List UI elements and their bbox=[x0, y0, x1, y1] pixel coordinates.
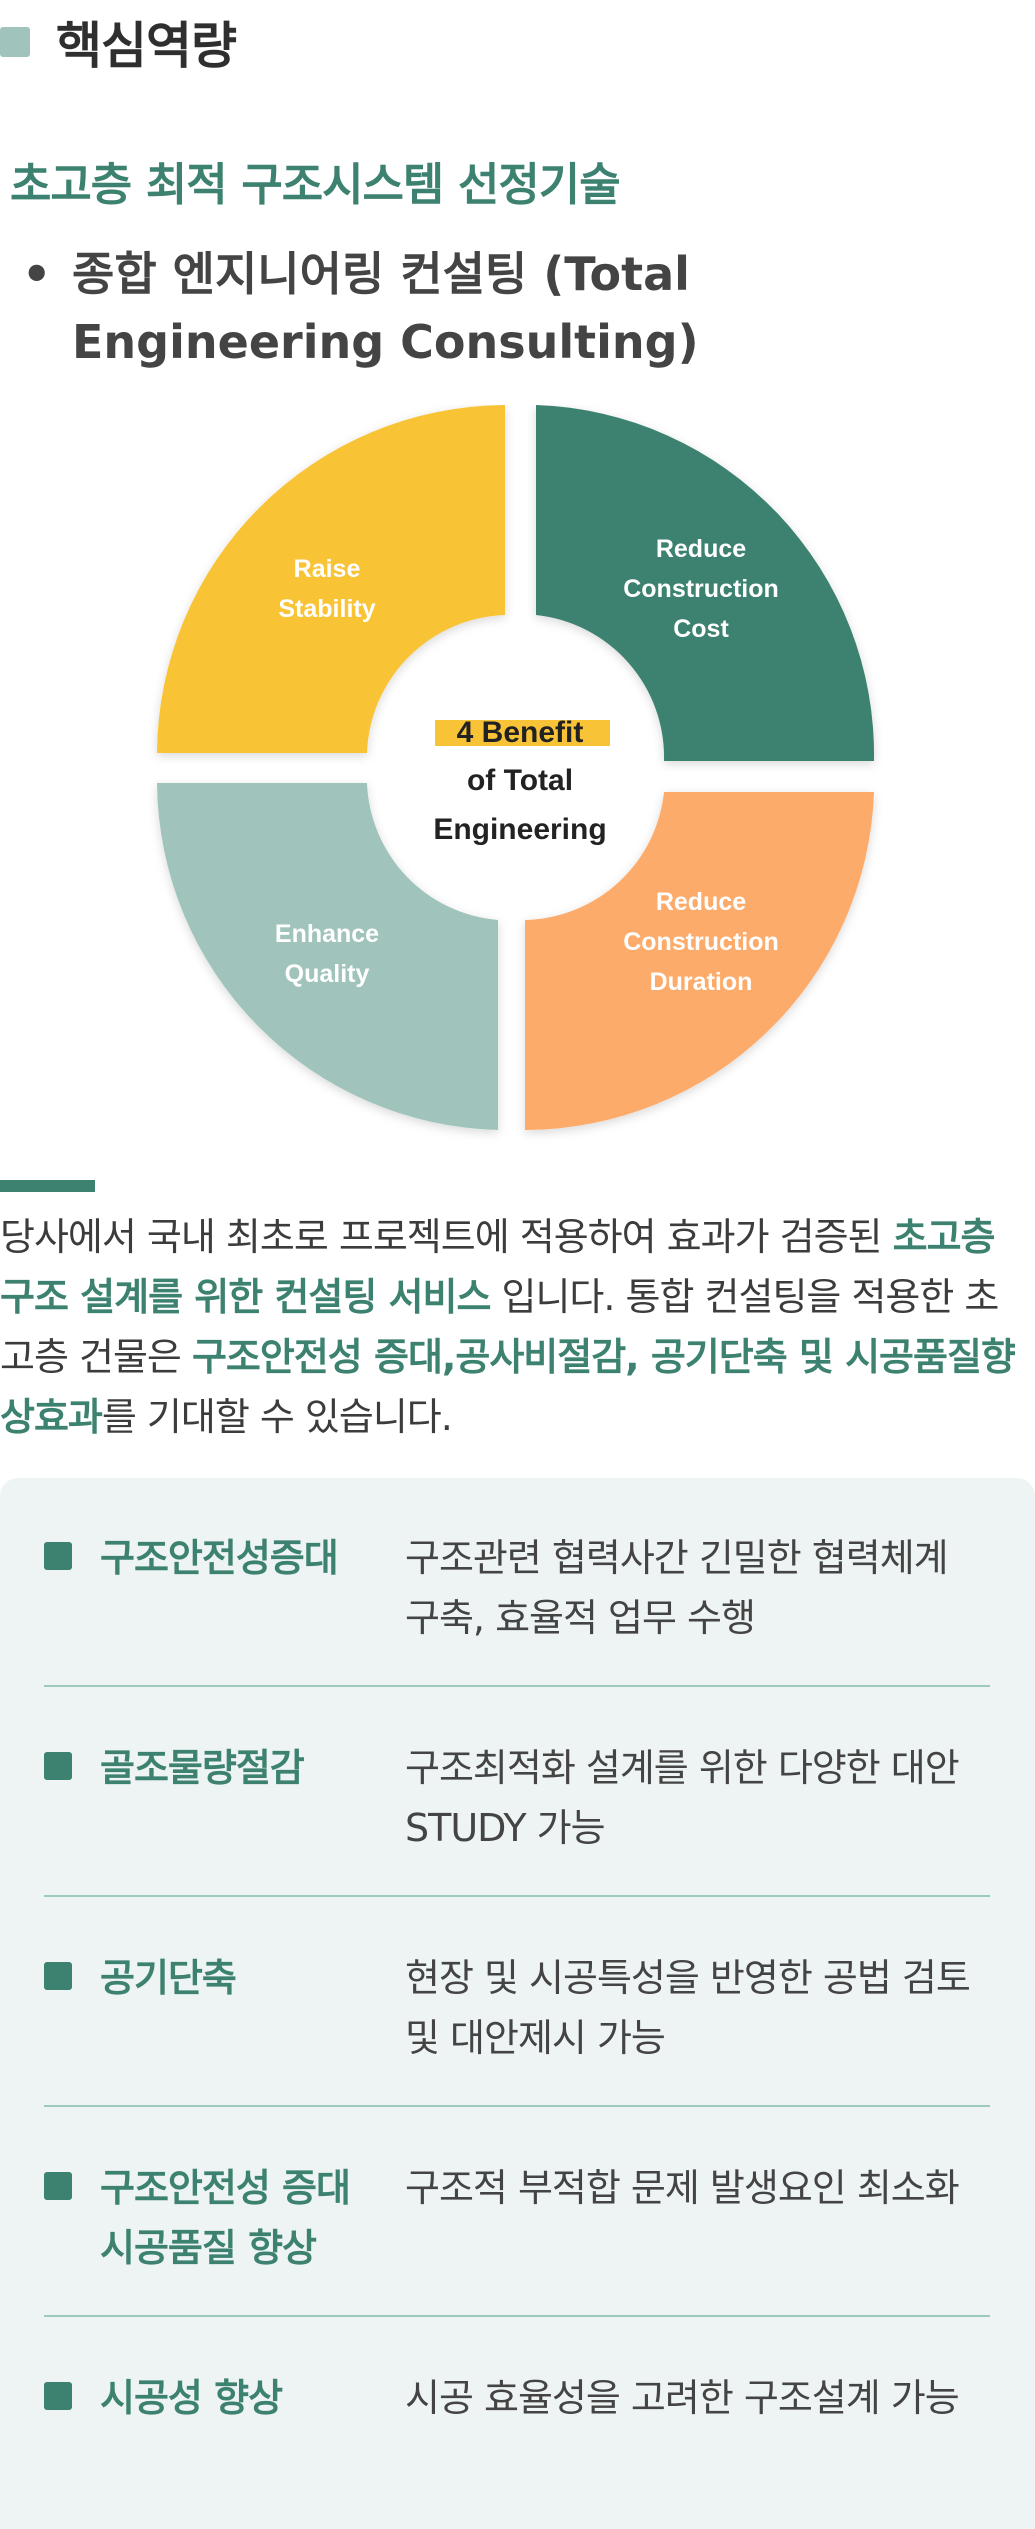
benefit-diagram: 4 Benefit of Total Engineering Raise Sta… bbox=[120, 405, 920, 1150]
bullet-item: • 종합 엔지니어링 컨설팅 (Total Engineering Consul… bbox=[22, 240, 1012, 376]
segment-reduce-duration bbox=[525, 792, 874, 1130]
benefit-row: 시공성 향상 시공 효율성을 고려한 구조설계 가능 bbox=[44, 2368, 990, 2428]
benefit-row: 공기단축 현장 및 시공특성을 반영한 공법 검토 및 대안제시 가능 bbox=[44, 1948, 990, 2068]
benefit-row: 구조안전성증대 구조관련 협력사간 긴밀한 협력체계 구축, 효율적 업무 수행 bbox=[44, 1528, 990, 1648]
bullet-square-icon bbox=[44, 1962, 72, 1990]
accent-divider bbox=[0, 1180, 95, 1192]
benefit-label: 시공성 향상 bbox=[100, 2376, 283, 2420]
row-divider bbox=[44, 1685, 990, 1687]
bullet-square-icon bbox=[44, 2382, 72, 2410]
segment-enhance-quality bbox=[157, 783, 498, 1130]
intro-highlight-1: 초고층 구조 설계를 위한 컨설팅 서비스 bbox=[0, 1215, 995, 1319]
benefit-label: 골조물량절감 bbox=[100, 1746, 305, 1790]
bullet-text: 종합 엔지니어링 컨설팅 (Total Engineering Consulti… bbox=[72, 247, 699, 369]
segment-raise-stability bbox=[157, 405, 505, 753]
intro-text-2: 입니다. 통합 컨설팅을 적용한 초고층 건물은 bbox=[0, 1275, 999, 1379]
benefit-description: 구조적 부적합 문제 발생요인 최소화 bbox=[405, 2166, 960, 2210]
segment-label-cost-1: Reduce bbox=[656, 535, 746, 563]
bullet-square-icon bbox=[44, 1752, 72, 1780]
center-highlight bbox=[435, 720, 610, 746]
benefit-label: 구조안전성증대 bbox=[100, 1536, 339, 1580]
intro-paragraph: 당사에서 국내 최초로 프로젝트에 적용하여 효과가 검증된 초고층 구조 설계… bbox=[0, 1207, 1030, 1447]
segment-label-quality-2: Quality bbox=[285, 960, 370, 988]
center-circle bbox=[376, 633, 656, 913]
benefit-row: 골조물량절감 구조최적화 설계를 위한 다양한 대안 STUDY 가능 bbox=[44, 1738, 990, 1858]
benefit-description: 구조최적화 설계를 위한 다양한 대안 STUDY 가능 bbox=[405, 1746, 960, 1850]
segment-label-quality-1: Enhance bbox=[275, 920, 379, 948]
bullet-dot-icon: • bbox=[22, 247, 52, 301]
center-label-1: 4 Benefit bbox=[457, 716, 584, 749]
row-divider bbox=[44, 2105, 990, 2107]
segment-reduce-cost bbox=[536, 405, 875, 761]
segment-label-raise-1: Raise bbox=[294, 555, 361, 583]
segment-label-cost-2: Construction bbox=[623, 575, 779, 603]
benefit-list: 구조안전성증대 구조관련 협력사간 긴밀한 협력체계 구축, 효율적 업무 수행… bbox=[0, 1478, 1035, 2529]
benefit-label: 공기단축 bbox=[100, 1956, 237, 2000]
bullet-square-icon bbox=[44, 1542, 72, 1570]
section-marker-icon bbox=[0, 27, 30, 57]
intro-text-1: 당사에서 국내 최초로 프로젝트에 적용하여 효과가 검증된 bbox=[0, 1215, 893, 1259]
intro-highlight-2: 구조안전성 증대,공사비절감, 공기단축 및 시공품질향상효과 bbox=[0, 1335, 1016, 1439]
row-divider bbox=[44, 1895, 990, 1897]
benefit-description: 시공 효율성을 고려한 구조설계 가능 bbox=[405, 2376, 960, 2420]
center-label-3: Engineering bbox=[433, 813, 606, 846]
benefit-description: 구조관련 협력사간 긴밀한 협력체계 구축, 효율적 업무 수행 bbox=[405, 1536, 949, 1640]
section-title: 핵심역량 bbox=[56, 17, 237, 75]
center-label-2: of Total bbox=[467, 764, 573, 797]
subtitle: 초고층 최적 구조시스템 선정기술 bbox=[10, 158, 621, 211]
segment-label-raise-2: Stability bbox=[278, 595, 375, 623]
segment-label-duration-1: Reduce bbox=[656, 888, 746, 916]
segment-label-duration-3: Duration bbox=[650, 968, 753, 996]
row-divider bbox=[44, 2315, 990, 2317]
bullet-square-icon bbox=[44, 2172, 72, 2200]
segment-label-duration-2: Construction bbox=[623, 928, 779, 956]
segment-label-cost-3: Cost bbox=[673, 615, 729, 643]
benefit-description: 현장 및 시공특성을 반영한 공법 검토 및 대안제시 가능 bbox=[405, 1956, 971, 2060]
section-header: 핵심역량 bbox=[0, 12, 237, 75]
intro-text-3: 를 기대할 수 있습니다. bbox=[101, 1395, 453, 1439]
